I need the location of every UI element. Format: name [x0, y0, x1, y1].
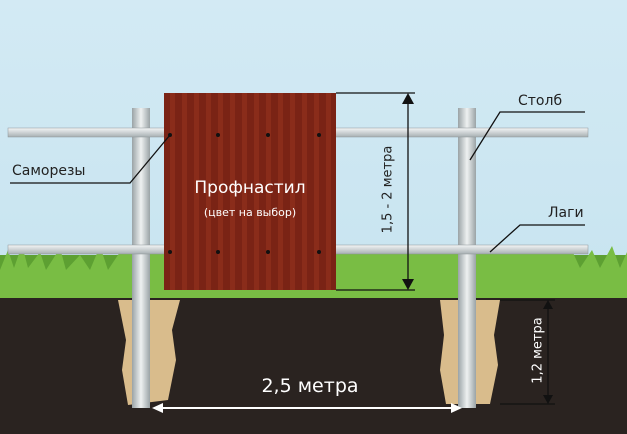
stolb-label: Столб: [518, 93, 563, 109]
depth-dimension: 1,2 метра: [530, 317, 546, 384]
sheet-ribs: [170, 93, 331, 290]
sheet-rib: [230, 93, 235, 290]
sheet-subtitle: (цвет на выбор): [203, 206, 297, 219]
leader-lines: [10, 92, 585, 409]
sheet-rib: [218, 93, 223, 290]
height-dimension: 1,5 - 2 метра: [380, 145, 396, 234]
dimension-arrows: [152, 93, 553, 413]
screws: [168, 133, 321, 254]
sheet-rib: [206, 93, 211, 290]
left-post: [132, 108, 150, 408]
sheet-rib: [278, 93, 283, 290]
sheet-rib: [242, 93, 247, 290]
right-post: [458, 108, 476, 408]
sheet-rib: [170, 93, 175, 290]
profnastil-sheet: [164, 93, 336, 290]
lagi-label: Лаги: [548, 205, 584, 221]
sheet-rib: [182, 93, 187, 290]
sheet-title: Профнастил: [194, 178, 306, 198]
soil: [0, 298, 627, 434]
sheet-rib: [290, 93, 295, 290]
width-dimension: 2,5 метра: [261, 375, 359, 397]
sheet-rib: [326, 93, 331, 290]
sheet-rib: [302, 93, 307, 290]
sheet-rib: [314, 93, 319, 290]
sheet-rib: [266, 93, 271, 290]
sheet-rib: [254, 93, 259, 290]
samorezy-label: Саморезы: [12, 163, 86, 179]
sheet-rib: [194, 93, 199, 290]
